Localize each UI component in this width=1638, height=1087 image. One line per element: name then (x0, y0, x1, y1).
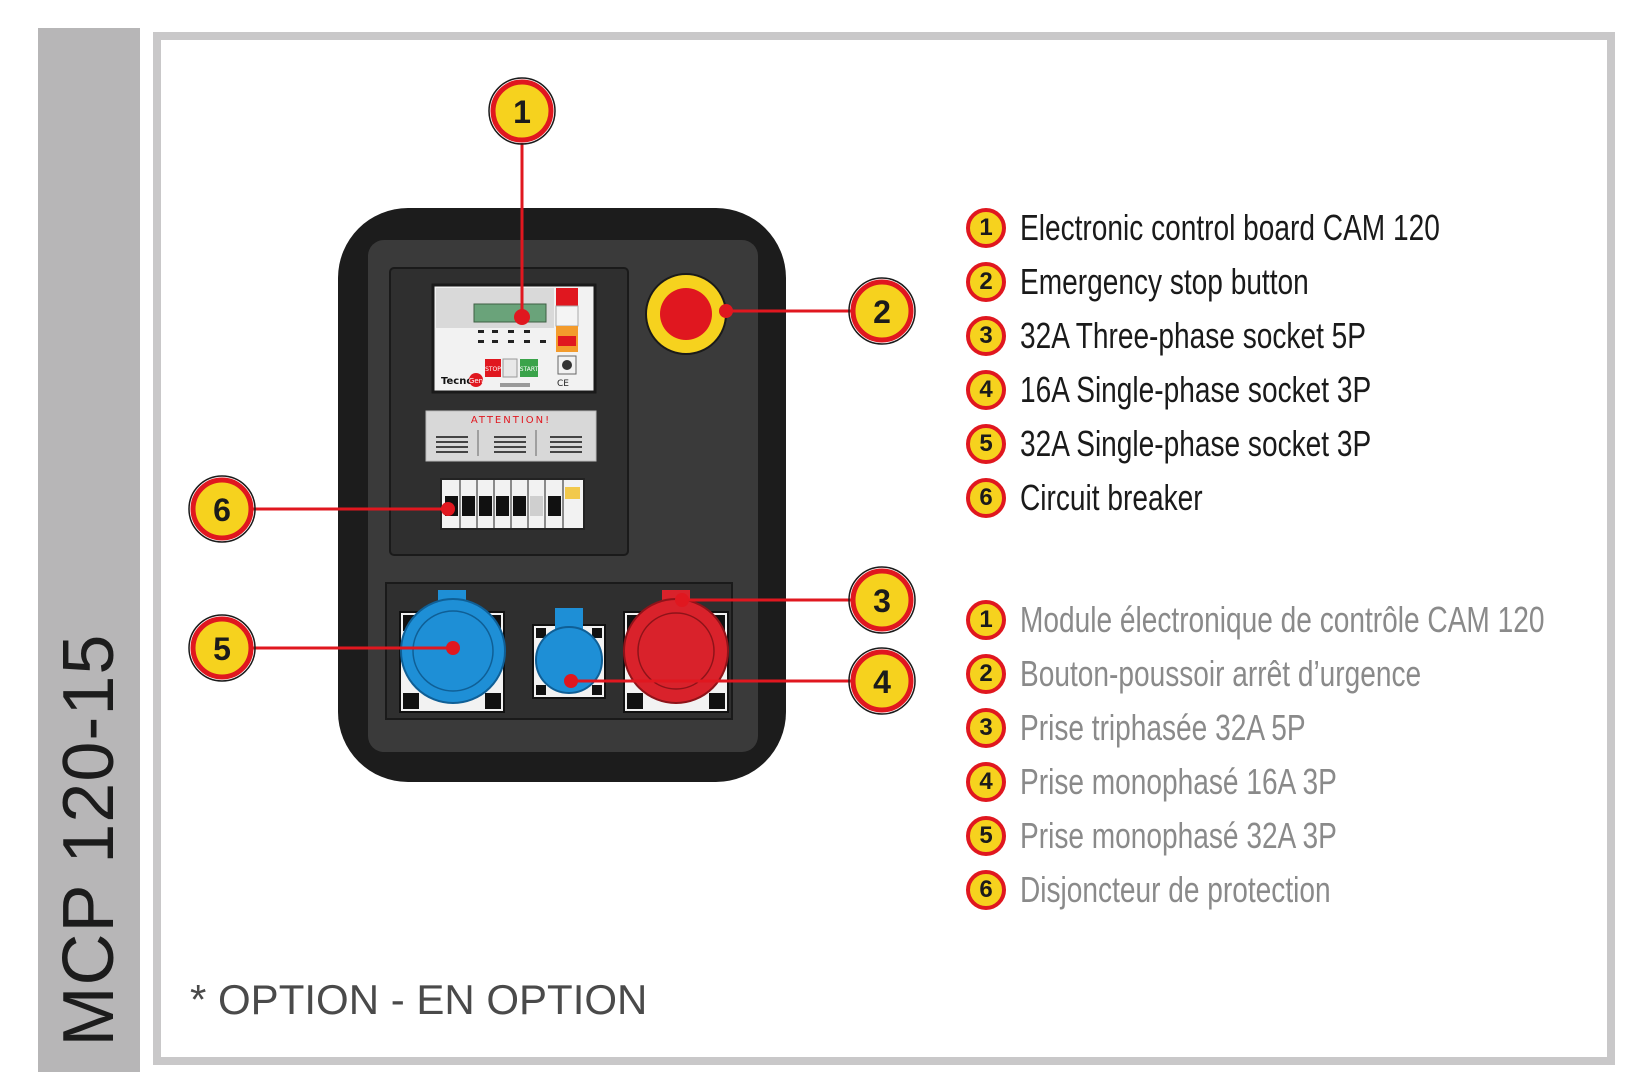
number-4-icon: 4 (966, 370, 1006, 410)
legend-item: 1 Module électronique de contrôle CAM 12… (966, 593, 1638, 647)
number-4-icon: 4 (966, 762, 1006, 802)
number-6-icon: 6 (966, 478, 1006, 518)
legend-item: 1 Electronic control board CAM 120 (966, 201, 1558, 255)
callout-6: 6 (188, 475, 256, 543)
legend-item: 3 32A Three-phase socket 5P (966, 309, 1558, 363)
legend-label: Prise monophasé 16A 3P (1020, 761, 1337, 802)
legend-label: Electronic control board CAM 120 (1020, 207, 1440, 248)
legend-item: 4 Prise monophasé 16A 3P (966, 755, 1638, 809)
stop-key (485, 359, 501, 377)
legend-label: Circuit breaker (1020, 477, 1203, 518)
emergency-stop-button (645, 273, 727, 355)
number-5-icon: 5 (966, 424, 1006, 464)
number-6-icon: 6 (966, 870, 1006, 910)
svg-text:ATTENTION!: ATTENTION! (471, 415, 551, 426)
svg-text:Tecno: Tecno (441, 376, 473, 387)
callout-3: 3 (848, 566, 916, 634)
callout-5: 5 (188, 614, 256, 682)
legend-label: 32A Three-phase socket 5P (1020, 315, 1367, 356)
legend-item: 6 Circuit breaker (966, 471, 1558, 525)
svg-text:4: 4 (873, 664, 891, 700)
legend-item: 2 Bouton-poussoir arrêt d’urgence (966, 647, 1638, 701)
legend-label: Disjoncteur de protection (1020, 869, 1331, 910)
leader-dots (441, 304, 733, 688)
legend-english: 1 Electronic control board CAM 120 2 Eme… (966, 201, 1558, 525)
legend-label: Emergency stop button (1020, 261, 1309, 302)
number-3-icon: 3 (966, 316, 1006, 356)
number-2-icon: 2 (966, 654, 1006, 694)
legend-item: 3 Prise triphasée 32A 5P (966, 701, 1638, 755)
content-frame (153, 32, 1615, 1065)
lcd-display (473, 303, 547, 323)
control-board: STOP START Tecno Gen CE (431, 283, 597, 394)
side-bar (38, 28, 140, 1072)
svg-text:START: START (520, 366, 539, 373)
svg-text:Gen: Gen (469, 377, 483, 385)
attention-label: ATTENTION! (425, 410, 597, 462)
legend-item: 5 Prise monophasé 32A 3P (966, 809, 1638, 863)
circuit-breaker (440, 478, 585, 530)
svg-text:STOP: STOP (485, 366, 501, 373)
svg-text:5: 5 (213, 631, 231, 667)
number-5-icon: 5 (966, 816, 1006, 856)
svg-text:6: 6 (213, 492, 231, 528)
number-1-icon: 1 (966, 600, 1006, 640)
legend-item: 2 Emergency stop button (966, 255, 1558, 309)
legend-label: 32A Single-phase socket 3P (1020, 423, 1372, 464)
legend-item: 4 16A Single-phase socket 3P (966, 363, 1558, 417)
number-2-icon: 2 (966, 262, 1006, 302)
legend-item: 5 32A Single-phase socket 3P (966, 417, 1558, 471)
leader-lines (250, 143, 852, 683)
callout-4: 4 (848, 647, 916, 715)
callout-2: 2 (848, 277, 916, 345)
legend-label: Prise triphasée 32A 5P (1020, 707, 1306, 748)
svg-text:CE: CE (557, 379, 569, 389)
legend-item: 6 Disjoncteur de protection (966, 863, 1638, 917)
socket-32a-three-phase (623, 590, 729, 713)
legend-label: 16A Single-phase socket 3P (1020, 369, 1372, 410)
callout-1: 1 (488, 77, 556, 145)
svg-text:2: 2 (873, 294, 891, 330)
legend-label: Module électronique de contrôle CAM 120 (1020, 599, 1545, 640)
legend-label: Bouton-poussoir arrêt d’urgence (1020, 653, 1422, 694)
svg-text:3: 3 (873, 583, 891, 619)
number-3-icon: 3 (966, 708, 1006, 748)
svg-text:1: 1 (513, 94, 531, 130)
socket-16a-single-phase (532, 608, 606, 699)
legend-label: Prise monophasé 32A 3P (1020, 815, 1337, 856)
legend-french: 1 Module électronique de contrôle CAM 12… (966, 593, 1638, 917)
number-1-icon: 1 (966, 208, 1006, 248)
option-note: * OPTION - EN OPTION (190, 976, 648, 1023)
start-key (520, 359, 538, 377)
